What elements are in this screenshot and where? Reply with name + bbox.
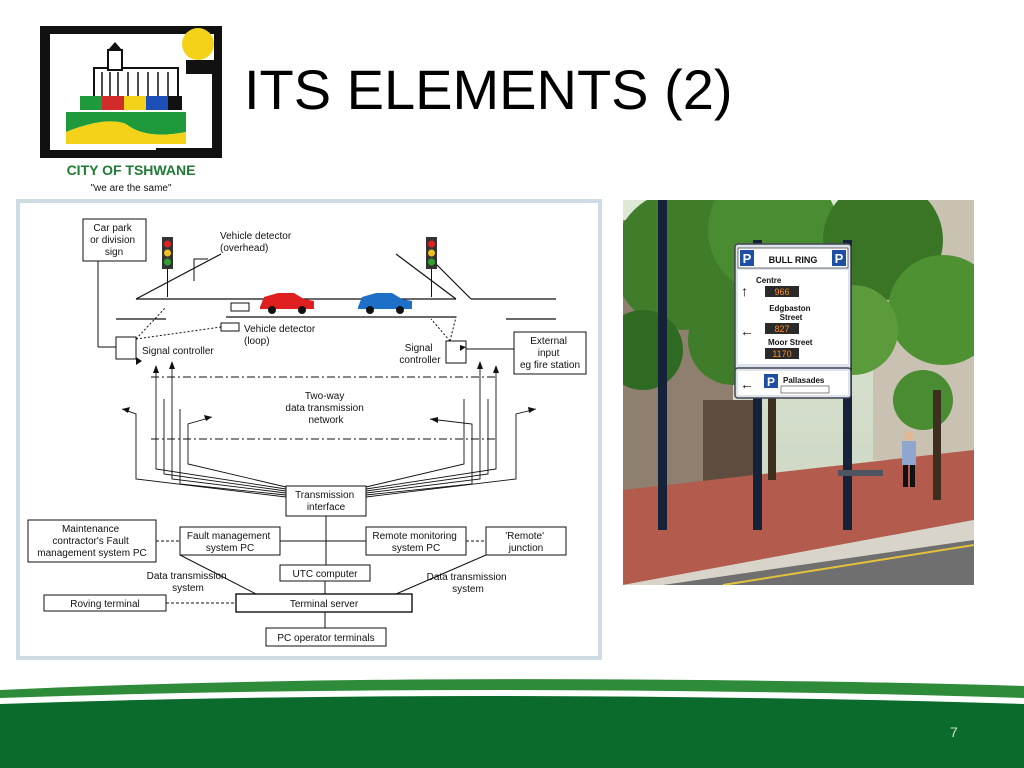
external-input-label: External input eg fire station <box>520 336 580 371</box>
transmission-interface-label: Transmission interface <box>295 490 357 513</box>
remote-junction-label: 'Remote' junction <box>505 531 547 554</box>
car-park-sign-label: Car park or division sign <box>90 223 138 258</box>
signal-controller-left-label: Signal controller <box>142 346 214 357</box>
sun-icon <box>182 28 214 60</box>
sign-header: BULL RING <box>769 255 818 265</box>
data-transmission-left-label: Data transmission system <box>147 571 230 594</box>
terminal-server-label: Terminal server <box>290 599 359 610</box>
sign-row4-label: Pallasades <box>783 376 825 385</box>
traffic-light-left-icon <box>162 237 173 297</box>
pedestrian <box>902 431 916 487</box>
page-number: 7 <box>950 724 958 740</box>
sign-row3-label: Moor Street <box>768 338 813 347</box>
red-car-icon <box>260 293 314 314</box>
traffic-light-right-icon <box>426 237 437 297</box>
sign-row3-value: 1170 <box>772 349 791 359</box>
maintenance-box <box>27 519 157 563</box>
pc-operator-box <box>265 627 387 647</box>
blue-car-icon <box>358 293 412 314</box>
sign-row2-value: 827 <box>774 324 789 334</box>
network-label: Two-way data transmission network <box>285 391 366 426</box>
sign-row2-label: Edgbaston Street <box>769 304 813 322</box>
signal-controller-right-label: Signal controller <box>399 343 441 366</box>
arrow-left-icon-2: ← <box>740 376 754 392</box>
fault-management-label: Fault management system PC <box>187 531 273 554</box>
city-of-tshwane-logo: CITY OF TSHWANE "we are the same" <box>40 26 222 194</box>
vehicle-detector-overhead-label: Vehicle detector (overhead) <box>220 231 294 254</box>
parking-sign-photo: P P BULL RING ↑ Centre 966 Edgbaston Str… <box>623 200 974 585</box>
terminal-server-box <box>235 593 413 613</box>
sign-row1-value: 966 <box>774 287 789 297</box>
arrow-up-icon: ↑ <box>741 283 748 299</box>
remote-junction-box <box>485 526 567 556</box>
logo-name: CITY OF TSHWANE <box>67 162 196 178</box>
svg-text:P: P <box>743 251 752 266</box>
footer-band <box>0 679 1024 768</box>
vehicle-detector-loop-label: Vehicle detector (loop) <box>244 324 318 347</box>
fault-management-box <box>179 526 281 556</box>
roving-terminal-label: Roving terminal <box>70 599 139 610</box>
signal-controller-left-box <box>115 336 137 360</box>
utc-computer-label: UTC computer <box>292 569 358 580</box>
pc-operator-label: PC operator terminals <box>277 633 374 644</box>
maintenance-label: Maintenance contractor's Fault managemen… <box>37 524 147 559</box>
external-input-box <box>513 331 587 375</box>
svg-text:P: P <box>835 251 844 266</box>
sign-row1-label: Centre <box>756 276 782 285</box>
data-transmission-right-label: Data transmission system <box>427 572 510 595</box>
signal-controller-right-box <box>445 340 467 364</box>
slide-title: ITS ELEMENTS (2) <box>244 58 733 121</box>
logo-tagline: "we are the same" <box>90 183 171 194</box>
svg-text:P: P <box>767 375 775 389</box>
transmission-interface-box <box>285 485 367 517</box>
arrow-left-icon: ← <box>740 323 754 339</box>
its-architecture-diagram: Car park or division sign Vehicle detect… <box>16 199 602 660</box>
remote-monitoring-label: Remote monitoring system PC <box>372 531 459 554</box>
car-park-sign-box <box>82 218 147 262</box>
bull-ring-parking-sign: P P BULL RING ↑ Centre 966 Edgbaston Str… <box>734 243 852 399</box>
